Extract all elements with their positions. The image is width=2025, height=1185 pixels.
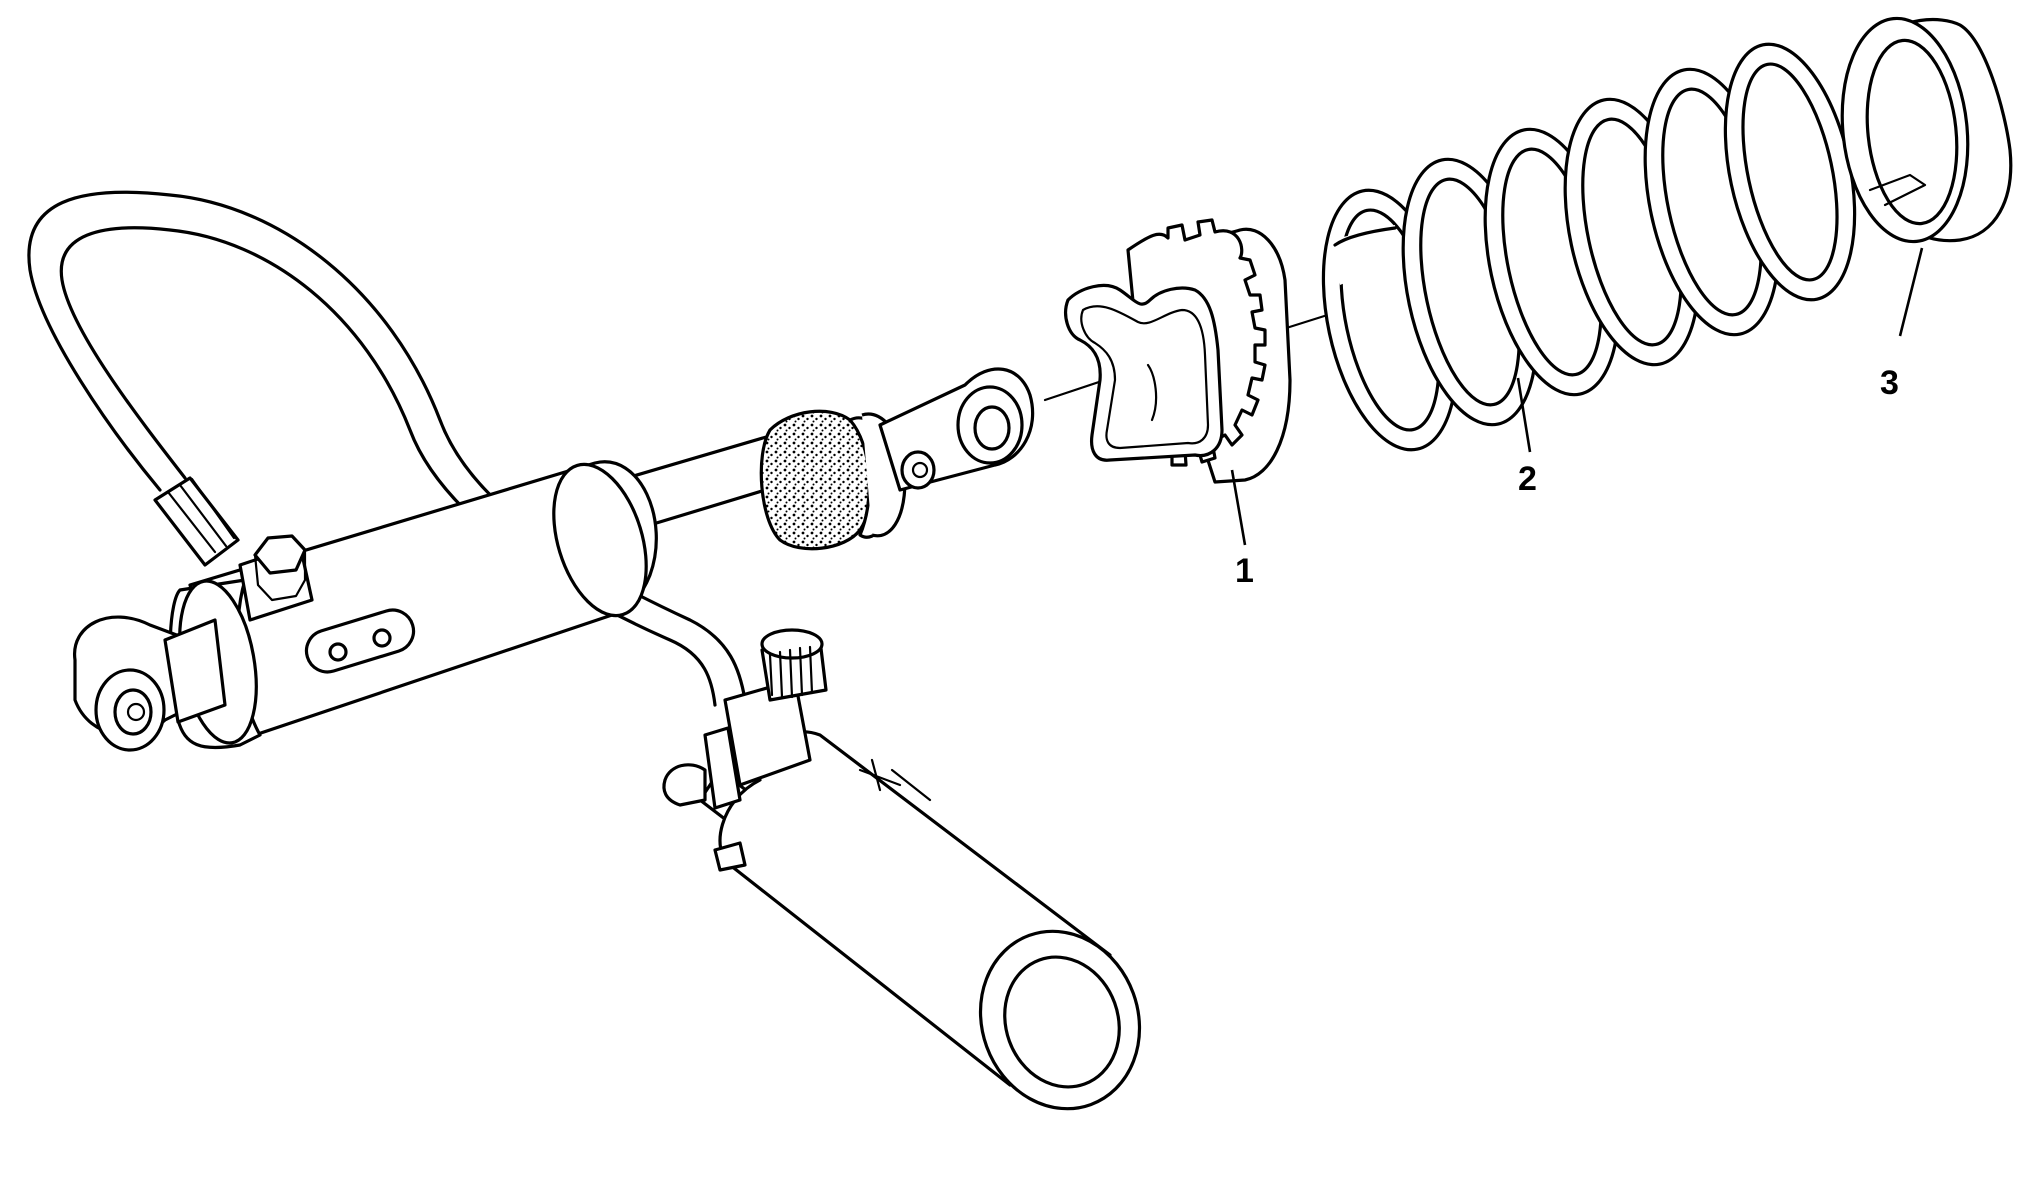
callout-1: 1 — [1230, 469, 1254, 590]
hydraulic-reservoir — [662, 628, 1142, 1111]
callout-1-label: 1 — [1235, 552, 1254, 590]
coil-spring — [1321, 42, 1857, 452]
rod-end-eye — [878, 367, 1035, 492]
callout-3-label: 3 — [1880, 364, 1899, 402]
callout-2-label: 2 — [1518, 460, 1537, 498]
spring-cup — [1840, 16, 2013, 244]
hydraulic-hose — [27, 190, 747, 707]
callout-2: 2 — [1516, 377, 1537, 498]
hydraulic-cylinder — [73, 428, 807, 752]
spring-seat — [1064, 218, 1292, 484]
callout-3: 3 — [1880, 247, 1924, 402]
